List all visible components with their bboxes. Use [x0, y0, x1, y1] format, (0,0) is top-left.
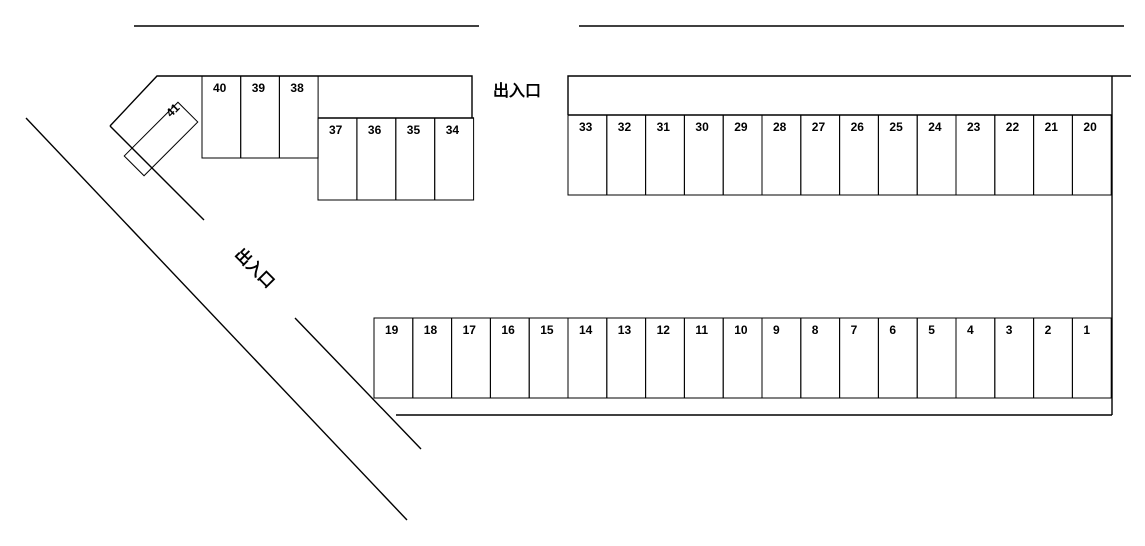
angled-stall-group: 41 — [123, 100, 199, 177]
right-block-outline — [567, 75, 1131, 115]
parking-space-number-11: 11 — [695, 323, 708, 337]
parking-space-number-41: 41 — [163, 100, 183, 120]
parking-space-number-18: 18 — [424, 323, 438, 337]
parking-space-number-3: 3 — [1006, 323, 1013, 337]
parking-space-number-16: 16 — [501, 323, 515, 337]
parking-space-number-34: 34 — [446, 123, 460, 137]
parking-space-number-31: 31 — [657, 120, 671, 134]
parking-space-number-35: 35 — [407, 123, 421, 137]
parking-space-number-5: 5 — [928, 323, 935, 337]
parking-space-number-32: 32 — [618, 120, 632, 134]
parking-space-number-8: 8 — [812, 323, 819, 337]
parking-space-number-13: 13 — [618, 323, 632, 337]
parking-space-number-14: 14 — [579, 323, 593, 337]
parking-space-number-1: 1 — [1083, 323, 1090, 337]
parking-space-41 — [123, 101, 199, 177]
parking-space-number-9: 9 — [773, 323, 780, 337]
parking-space-1 — [1071, 317, 1112, 399]
parking-space-number-22: 22 — [1006, 120, 1020, 134]
parking-space-number-21: 21 — [1045, 120, 1059, 134]
entrance-label-top: 出入口 — [493, 81, 541, 100]
parking-space-number-20: 20 — [1083, 120, 1097, 134]
parking-space-34 — [434, 117, 475, 201]
entrance-label-diagonal: 出入口 — [231, 244, 278, 291]
parking-space-7 — [839, 317, 879, 399]
parking-space-number-12: 12 — [657, 323, 671, 337]
parking-space-number-30: 30 — [695, 120, 709, 134]
parking-space-number-27: 27 — [812, 120, 826, 134]
parking-space-number-10: 10 — [734, 323, 748, 337]
lot-boundary-diagonal-lower — [294, 317, 422, 450]
parking-space-3 — [994, 317, 1035, 399]
parking-space-number-7: 7 — [851, 323, 858, 337]
parking-space-number-23: 23 — [967, 120, 981, 134]
parking-space-number-2: 2 — [1045, 323, 1052, 337]
parking-space-number-38: 38 — [290, 81, 304, 95]
parking-space-9 — [761, 317, 802, 399]
parking-space-20 — [1071, 114, 1112, 196]
parking-space-number-6: 6 — [889, 323, 896, 337]
parking-space-number-24: 24 — [928, 120, 942, 134]
parking-space-number-29: 29 — [734, 120, 748, 134]
road-edge-diagonal-outer — [25, 117, 408, 521]
parking-space-number-28: 28 — [773, 120, 787, 134]
parking-space-5 — [916, 317, 957, 399]
parking-space-number-25: 25 — [889, 120, 903, 134]
parking-space-6 — [877, 317, 918, 399]
parking-space-number-19: 19 — [385, 323, 399, 337]
parking-space-number-37: 37 — [329, 123, 343, 137]
parking-space-8 — [800, 317, 841, 399]
parking-space-number-17: 17 — [463, 323, 477, 337]
parking-space-number-36: 36 — [368, 123, 382, 137]
lot-boundary-diagonal-upper — [109, 125, 205, 221]
parking-space-38 — [278, 75, 319, 159]
parking-space-number-15: 15 — [540, 323, 554, 337]
parking-space-number-40: 40 — [213, 81, 227, 95]
parking-space-number-39: 39 — [252, 81, 266, 95]
parking-space-2 — [1033, 317, 1073, 399]
parking-space-4 — [955, 317, 996, 399]
parking-space-number-26: 26 — [851, 120, 865, 134]
parking-space-number-33: 33 — [579, 120, 593, 134]
parking-space-number-4: 4 — [967, 323, 974, 337]
